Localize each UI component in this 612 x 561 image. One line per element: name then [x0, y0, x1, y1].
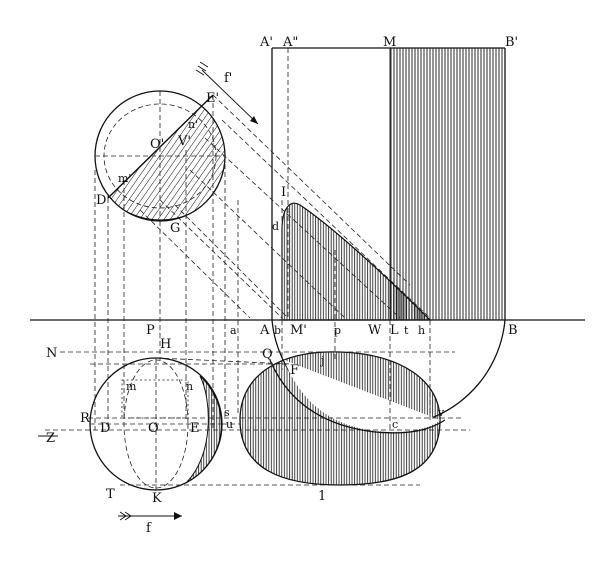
vertical-projectors	[94, 95, 431, 432]
label-z: Z	[46, 431, 55, 446]
label-k: K	[152, 491, 162, 506]
label-a-small: a	[230, 324, 237, 337]
arrow-f-feathers	[119, 511, 132, 521]
label-p: P	[146, 323, 155, 338]
label-n: N	[46, 346, 57, 361]
label-one: 1	[318, 489, 326, 504]
label-u: u	[226, 418, 233, 431]
labels: A' A" M B' f' E' n' O' V' m' D' G I d P …	[46, 35, 518, 536]
label-o: O	[148, 421, 159, 436]
label-m-prime: m'	[118, 172, 131, 185]
label-a-prime: A'	[259, 35, 273, 50]
label-r: R	[80, 411, 91, 426]
label-a: A	[259, 323, 270, 338]
horizontal-projectors	[45, 351, 470, 486]
label-f-upper: F	[290, 363, 299, 378]
label-j: j	[319, 354, 324, 367]
label-s: s	[224, 406, 230, 419]
sphere-elevation-shadow-line	[107, 94, 214, 199]
label-e: E	[190, 421, 200, 436]
label-n-prime: n'	[188, 118, 198, 131]
label-t-upper: T	[106, 487, 115, 502]
label-d-small: d	[272, 220, 279, 233]
label-d-prime: D'	[96, 193, 110, 208]
arrow-f-prime-shaft	[201, 69, 259, 125]
label-a-double-prime: A"	[282, 35, 298, 50]
label-v: v	[437, 406, 445, 419]
label-m-small: m	[126, 380, 137, 393]
label-h: h	[418, 324, 425, 337]
label-m: M	[383, 35, 396, 50]
arrow-f-prime-head	[250, 116, 258, 124]
label-f: f	[146, 521, 152, 536]
label-w: W	[368, 323, 382, 338]
label-l: L	[390, 323, 399, 338]
label-t: t	[404, 324, 409, 337]
label-b-prime: B'	[505, 35, 518, 50]
label-e-prime: E'	[206, 91, 219, 106]
light-rays-plan	[155, 357, 291, 425]
arrow-f-head	[174, 512, 182, 520]
label-h-upper: H	[160, 337, 171, 352]
label-b-small: b	[274, 324, 281, 337]
arrow-f-prime-feathers	[195, 61, 209, 76]
label-q: Q	[262, 347, 273, 362]
label-i: I	[281, 185, 286, 200]
label-d: D	[100, 421, 110, 436]
prism-shadow-hatch	[390, 48, 505, 320]
light-rays-elevation	[139, 94, 431, 319]
plan-shadow-boundary	[269, 359, 446, 434]
label-m-prime-lower: M'	[290, 323, 307, 338]
label-p-small: p	[334, 324, 341, 337]
label-n-small: n	[186, 380, 193, 393]
ellipse-light-cut	[284, 360, 440, 432]
label-o-prime: O'	[150, 137, 164, 152]
label-g: G	[170, 221, 180, 236]
label-f-prime: f'	[224, 71, 232, 86]
elevation-prism	[271, 47, 506, 320]
label-b: B	[508, 323, 518, 338]
label-v-prime: V'	[177, 134, 191, 149]
label-c: c	[392, 418, 398, 431]
